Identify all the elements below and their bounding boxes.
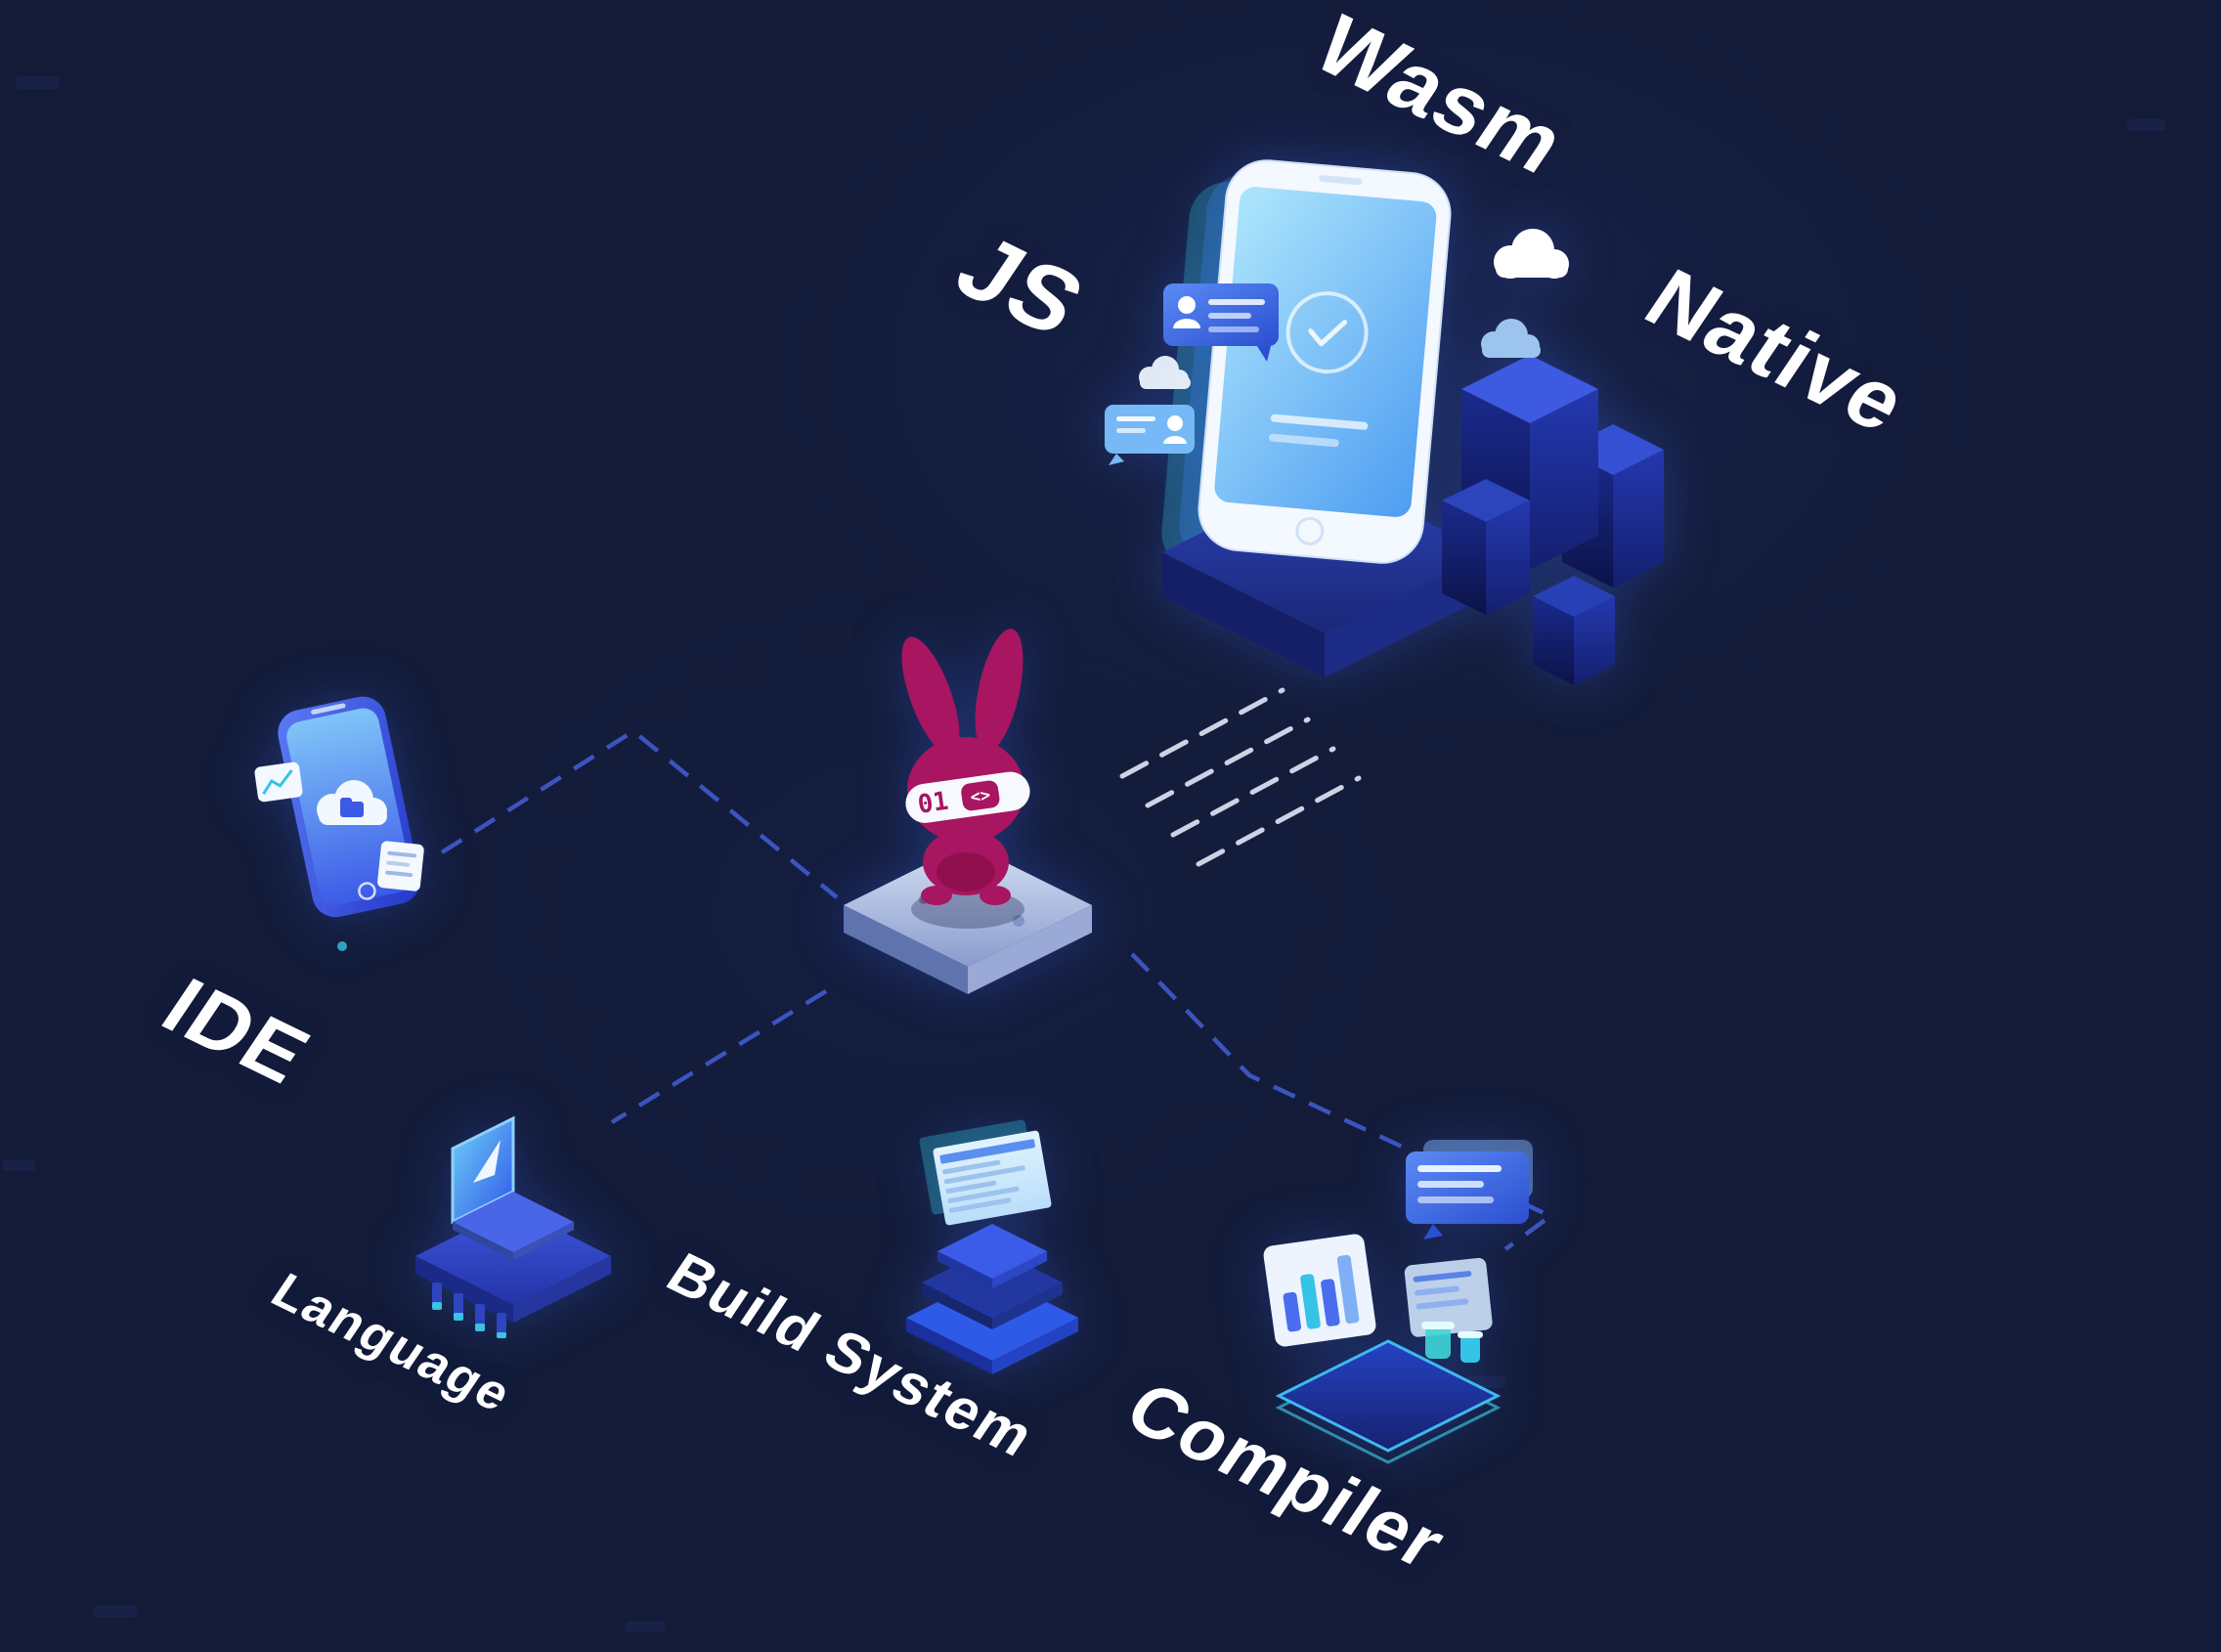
compiler-illustration <box>1241 1134 1535 1466</box>
dashed-connectors <box>440 728 1555 1251</box>
folder-icon <box>340 798 364 817</box>
rabbit-mascot-illustration: 01 <> <box>831 606 1105 1007</box>
laptop-icon <box>451 1115 574 1260</box>
code-badge <box>961 780 1000 811</box>
bar-chart-panel-icon <box>1263 1234 1376 1347</box>
smartphone-target-icon <box>1198 159 1452 564</box>
phone-speaker <box>1319 175 1363 186</box>
layer-stack-icon <box>906 1224 1078 1374</box>
phone-home-button <box>1295 516 1325 545</box>
chat-bubble-icon <box>1163 283 1279 362</box>
chat-bubble-icon <box>1406 1140 1533 1239</box>
background-texture <box>2 76 2166 1632</box>
chip-pins <box>432 1282 506 1338</box>
deploy-targets-illustration <box>1066 137 1691 762</box>
core-platform <box>844 844 1092 994</box>
cloud-icon <box>1494 229 1569 279</box>
build-system-illustration <box>870 1095 1114 1388</box>
badge-number: 01 <box>916 787 950 820</box>
cloud-icon-small <box>1481 319 1541 358</box>
text-panel-icon <box>1404 1257 1493 1337</box>
cube-blocks-icon <box>1442 355 1664 685</box>
person-icon <box>1178 296 1196 314</box>
chat-bubble-icon-small <box>1105 405 1195 465</box>
dot-accent <box>337 941 347 951</box>
rabbit-ear-left <box>901 636 960 756</box>
rabbit-mascot-icon: 01 <> <box>901 629 1030 905</box>
check-circle-icon <box>1285 291 1369 374</box>
person-icon <box>1167 415 1183 431</box>
code-icon: <> <box>969 786 991 808</box>
document-screen-icon <box>919 1119 1052 1226</box>
speed-lines <box>1119 687 1362 867</box>
cloud-icon-left <box>1139 356 1191 389</box>
arrow-glyph <box>473 1140 501 1183</box>
beaker-icon <box>1421 1322 1483 1363</box>
chart-card-icon <box>254 761 303 803</box>
ide-illustration <box>235 684 450 987</box>
connector-core-to-compiler <box>1130 952 1555 1251</box>
language-illustration <box>391 1056 645 1339</box>
connector-ide-to-core <box>440 728 839 899</box>
doc-card-icon <box>377 841 424 891</box>
mascot-badge: 01 <> <box>905 771 1030 823</box>
compiler-base-platform <box>1275 1339 1502 1464</box>
rabbit-ear-right <box>975 629 1023 752</box>
connector-core-to-language <box>610 989 828 1124</box>
